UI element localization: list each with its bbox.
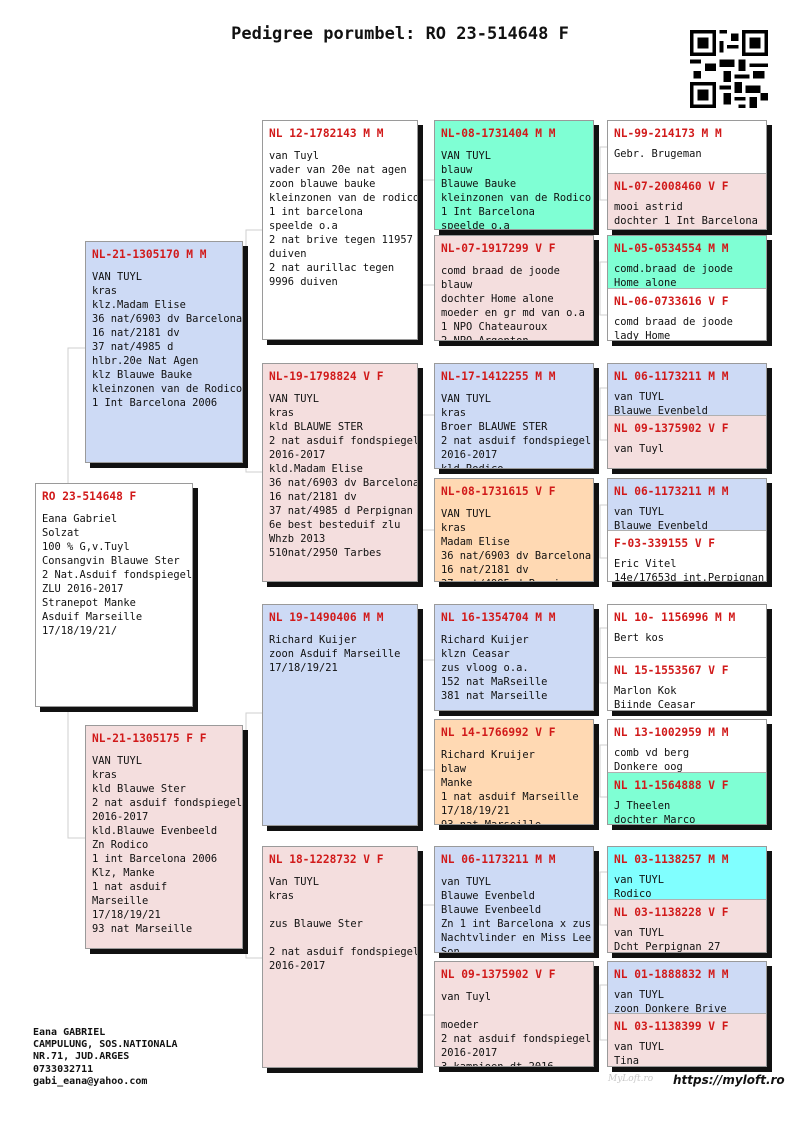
pigeon-ring-id: NL-07-1917299 V F xyxy=(441,242,556,255)
pigeon-details: Bert kos xyxy=(614,632,665,644)
pigeon-ring-id: NL 16-1354704 M M xyxy=(441,611,556,624)
pigeon-details: comd braad de joode blauw dochter Home a… xyxy=(441,265,585,341)
pigeon-details: van TUYL Blauwe Evenbeld xyxy=(614,506,708,532)
owner-address-line1: CAMPULUNG, SOS.NATIONALA xyxy=(33,1039,178,1051)
pigeon-ring-id: NL 18-1228732 V F xyxy=(269,853,384,866)
pigeon-ring-id: NL-99-214173 M M xyxy=(614,127,722,140)
pigeon-details: Eric Vitel 14e/17653d int.Perpignan xyxy=(614,558,765,582)
pigeon-card-gen3-5[interactable]: NL 16-1354704 M M Richard Kuijer klzn Ce… xyxy=(434,604,594,711)
pigeon-card-gen4-pair-7[interactable]: NL 03-1138257 M M van TUYL Rodico NL 03-… xyxy=(607,846,767,953)
pigeon-details: VAN TUYL kras klz.Madam Elise 36 nat/690… xyxy=(92,271,243,409)
pigeon-ring-id: NL 01-1888832 M M xyxy=(614,968,729,981)
pigeon-card-gen3-7[interactable]: NL 06-1173211 M M van TUYL Blauwe Evenbe… xyxy=(434,846,594,953)
pigeon-details: VAN TUYL blauw Blauwe Bauke kleinzonen v… xyxy=(441,150,592,230)
pigeon-details: comb vd berg Donkere oog xyxy=(614,747,690,773)
pigeon-ring-id: F-03-339155 V F xyxy=(614,537,716,550)
pigeon-ring-id: NL 19-1490406 M M xyxy=(269,611,384,624)
website-link[interactable]: https://myloft.ro xyxy=(673,1073,785,1087)
pigeon-ring-id: NL 06-1173211 M M xyxy=(614,485,729,498)
owner-phone: 0733032711 xyxy=(33,1063,94,1075)
pigeon-ring-id: NL 15-1553567 V F xyxy=(614,664,729,677)
pigeon-ring-id: NL 03-1138257 M M xyxy=(614,853,729,866)
pigeon-ring-id: NL 06-1173211 M M xyxy=(441,853,556,866)
pigeon-ring-id: NL 10- 1156996 M M xyxy=(614,611,736,624)
pigeon-details: Richard Kuijer klzn Ceasar zus vloog o.a… xyxy=(441,634,548,702)
pigeon-card-gen3-1[interactable]: NL-08-1731404 M M VAN TUYL blauw Blauwe … xyxy=(434,120,594,230)
pigeon-details: comd braad de joode lady Home xyxy=(614,316,733,341)
pigeon-ring-id: NL 11-1564888 V F xyxy=(614,779,729,792)
pigeon-details: VAN TUYL kras kld BLAUWE STER 2 nat asdu… xyxy=(269,393,418,559)
pigeon-details: Richard Kruijer blaw Manke 1 nat asduif … xyxy=(441,749,579,825)
pigeon-ring-id: NL-21-1305175 F F xyxy=(92,732,207,745)
pigeon-ring-id: NL 03-1138228 V F xyxy=(614,906,729,919)
pigeon-ring-id: RO 23-514648 F xyxy=(42,490,137,503)
pigeon-card-gen3-4[interactable]: NL-08-1731615 V F VAN TUYL kras Madam El… xyxy=(434,478,594,582)
pigeon-details: J Theelen dochter Marco xyxy=(614,800,696,825)
pigeon-details: Richard Kuijer zoon Asduif Marseille 17/… xyxy=(269,634,401,674)
pigeon-details: Marlon Kok Biinde Ceasar xyxy=(614,685,696,711)
pigeon-details: van TUYL zoon Donkere Brive xyxy=(614,989,727,1015)
pigeon-details: van Tuyl xyxy=(614,443,665,455)
page-title: Pedigree porumbel: RO 23-514648 F xyxy=(231,24,569,44)
pigeon-card-gen3-2[interactable]: NL-07-1917299 V F comd braad de joode bl… xyxy=(434,235,594,341)
pigeon-card-gen4-pair-3[interactable]: NL 06-1173211 M M van TUYL Blauwe Evenbe… xyxy=(607,363,767,469)
pigeon-details: VAN TUYL kras Broer BLAUWE STER 2 nat as… xyxy=(441,393,592,469)
pigeon-ring-id: NL 03-1138399 V F xyxy=(614,1020,729,1033)
qr-code-icon xyxy=(690,30,768,108)
owner-contact: Eana GABRIEL CAMPULUNG, SOS.NATIONALA NR… xyxy=(33,1027,178,1088)
pigeon-details: van TUYL Rodico xyxy=(614,874,665,900)
pigeon-card-subject[interactable]: RO 23-514648 F Eana Gabriel Solzat 100 %… xyxy=(35,483,193,707)
pigeon-ring-id: NL 09-1375902 V F xyxy=(614,422,729,435)
pigeon-details: Gebr. Brugeman xyxy=(614,148,702,160)
pigeon-details: van Tuyl moeder 2 nat asduif fondspiegel… xyxy=(441,991,592,1067)
pigeon-card-gen4-pair-6[interactable]: NL 13-1002959 M M comb vd berg Donkere o… xyxy=(607,719,767,825)
pigeon-card-sire[interactable]: NL-21-1305170 M M VAN TUYL kras klz.Mada… xyxy=(85,241,243,463)
pigeon-ring-id: NL 12-1782143 M M xyxy=(269,127,384,140)
pigeon-card-gen4-pair-1[interactable]: NL-99-214173 M M Gebr. Brugeman NL-07-20… xyxy=(607,120,767,230)
pigeon-ring-id: NL-21-1305170 M M xyxy=(92,248,207,261)
pigeon-ring-id: NL-07-2008460 V F xyxy=(614,180,729,193)
pigeon-details: Eana Gabriel Solzat 100 % G,v.Tuyl Consa… xyxy=(42,513,193,637)
pigeon-ring-id: NL 13-1002959 M M xyxy=(614,726,729,739)
pigeon-card-granddam-maternal[interactable]: NL 18-1228732 V F Van TUYL kras zus Blau… xyxy=(262,846,418,1068)
pigeon-ring-id: NL 09-1375902 V F xyxy=(441,968,556,981)
pigeon-ring-id: NL-19-1798824 V F xyxy=(269,370,384,383)
pigeon-ring-id: NL 14-1766992 V F xyxy=(441,726,556,739)
pigeon-details: Van TUYL kras zus Blauwe Ster 2 nat asdu… xyxy=(269,876,418,972)
pigeon-ring-id: NL-08-1731615 V F xyxy=(441,485,556,498)
pigeon-details: van TUYL Dcht Perpignan 27 xyxy=(614,927,721,953)
pigeon-card-grandsire-paternal[interactable]: NL 12-1782143 M M van Tuyl vader van 20e… xyxy=(262,120,418,340)
owner-email[interactable]: gabi_eana@yahoo.com xyxy=(33,1075,148,1087)
pigeon-card-gen4-pair-8[interactable]: NL 01-1888832 M M van TUYL zoon Donkere … xyxy=(607,961,767,1067)
pigeon-details: VAN TUYL kras kld Blauwe Ster 2 nat asdu… xyxy=(92,755,243,935)
pigeon-card-gen4-pair-4[interactable]: NL 06-1173211 M M van TUYL Blauwe Evenbe… xyxy=(607,478,767,582)
pigeon-card-gen3-8[interactable]: NL 09-1375902 V F van Tuyl moeder 2 nat … xyxy=(434,961,594,1067)
pigeon-card-granddam-paternal[interactable]: NL-19-1798824 V F VAN TUYL kras kld BLAU… xyxy=(262,363,418,582)
myloft-logo: MyLoft.ro xyxy=(608,1074,654,1084)
pigeon-card-gen3-3[interactable]: NL-17-1412255 M M VAN TUYL kras Broer BL… xyxy=(434,363,594,469)
pigeon-details: van Tuyl vader van 20e nat agen zoon bla… xyxy=(269,150,418,288)
pigeon-details: VAN TUYL kras Madam Elise 36 nat/6903 dv… xyxy=(441,508,592,581)
owner-name: Eana GABRIEL xyxy=(33,1027,106,1038)
pigeon-card-gen4-pair-2[interactable]: NL-05-0534554 M M comd.braad de joode Ho… xyxy=(607,235,767,341)
pigeon-ring-id: NL-05-0534554 M M xyxy=(614,242,729,255)
pigeon-details: mooi astrid dochter 1 Int Barcelona xyxy=(614,201,758,227)
pigeon-details: van TUYL Tina xyxy=(614,1041,665,1067)
pigeon-card-grandsire-maternal[interactable]: NL 19-1490406 M M Richard Kuijer zoon As… xyxy=(262,604,418,826)
owner-address-line2: NR.71, JUD.ARGES xyxy=(33,1051,130,1063)
pigeon-card-gen3-6[interactable]: NL 14-1766992 V F Richard Kruijer blaw M… xyxy=(434,719,594,825)
pigeon-ring-id: NL-06-0733616 V F xyxy=(614,295,729,308)
pigeon-ring-id: NL 06-1173211 M M xyxy=(614,370,729,383)
pigeon-details: comd.braad de joode Home alone xyxy=(614,263,733,289)
pigeon-ring-id: NL-08-1731404 M M xyxy=(441,127,556,140)
pigeon-ring-id: NL-17-1412255 M M xyxy=(441,370,556,383)
pigeon-details: van TUYL Blauwe Evenbeld xyxy=(614,391,708,417)
pigeon-details: van TUYL Blauwe Evenbeld Blauwe Evenbeel… xyxy=(441,876,592,953)
pigeon-card-gen4-pair-5[interactable]: NL 10- 1156996 M M Bert kos NL 15-155356… xyxy=(607,604,767,711)
pigeon-card-dam[interactable]: NL-21-1305175 F F VAN TUYL kras kld Blau… xyxy=(85,725,243,949)
